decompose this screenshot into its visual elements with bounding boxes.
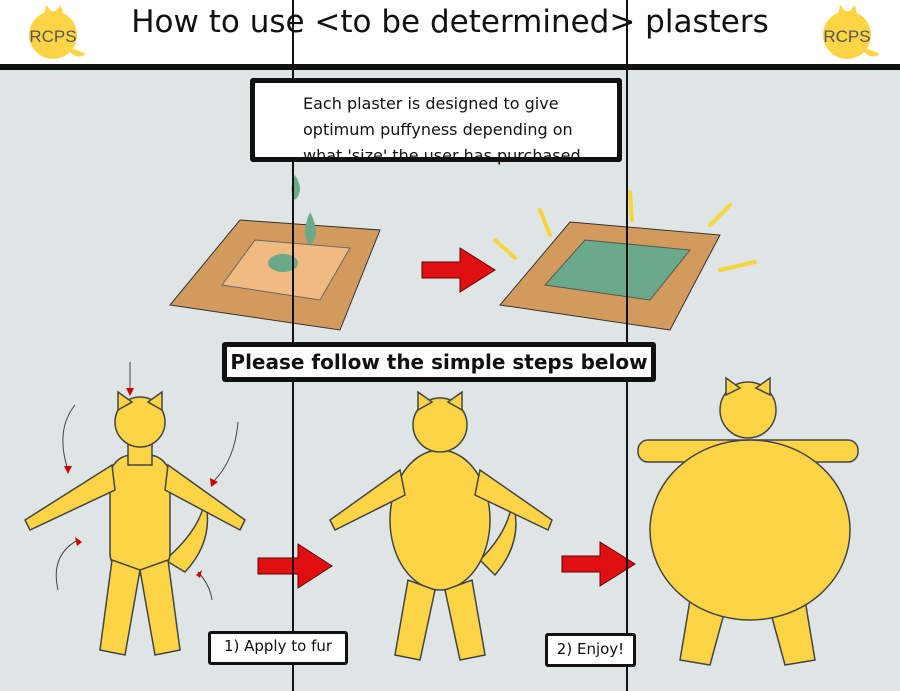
info-line: optimum puffyness depending on [303, 120, 573, 139]
info-box: Each plaster is designed to give optimum… [250, 78, 622, 165]
page-title: How to use <to be determined> plasters [131, 4, 769, 40]
arrow-right-icon [421, 247, 496, 293]
glow-lines-icon [493, 190, 757, 272]
plaster-after [493, 190, 757, 331]
arrow-right-icon [257, 543, 333, 589]
arrow-right-icon [561, 541, 636, 587]
gel-drop-icon [305, 212, 316, 245]
step-2-label: 2) Enjoy! [545, 633, 636, 667]
plaster-before [169, 175, 381, 331]
character-middle [329, 390, 553, 661]
info-line: Each plaster is designed to give [303, 94, 559, 113]
rcps-logo-right: RCPS [823, 5, 880, 59]
character-before [24, 390, 246, 656]
info-line: what 'size' the user has purchased. [303, 146, 586, 165]
character-inflated [637, 376, 859, 666]
svg-text:RCPS: RCPS [29, 27, 76, 46]
rcps-logo-left: RCPS [29, 5, 86, 59]
svg-text:RCPS: RCPS [823, 27, 870, 46]
steps-heading: Please follow the simple steps below [222, 342, 656, 382]
header-divider [0, 64, 900, 70]
header [0, 0, 900, 64]
step-1-label: 1) Apply to fur [208, 631, 348, 665]
